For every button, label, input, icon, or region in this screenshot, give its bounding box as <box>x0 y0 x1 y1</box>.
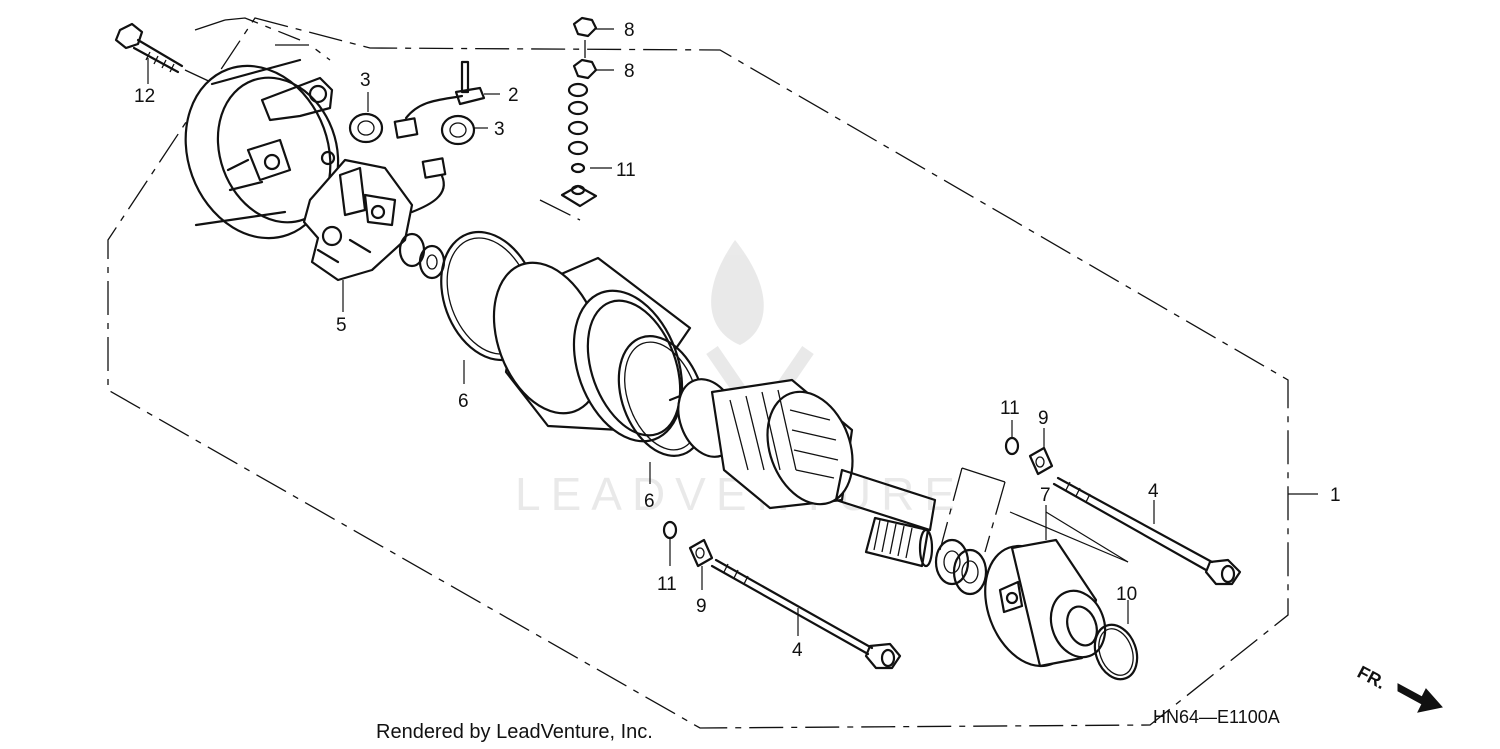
rear-cover <box>184 58 340 240</box>
assembly-boundary <box>107 17 1289 729</box>
diagram-code: HN64—E1100A <box>1153 707 1280 727</box>
credit-text: Rendered by LeadVenture, Inc. <box>376 721 653 743</box>
callout-6-rear: 6 <box>458 391 469 412</box>
callout-11-lower: 11 <box>657 574 677 595</box>
callout-11-right: 11 <box>1000 398 1020 419</box>
brush-spring-part-3-right <box>440 114 488 146</box>
callout-7: 7 <box>1040 485 1051 506</box>
washer-part-11-upper <box>1004 420 1020 456</box>
callout-8-top: 8 <box>624 20 635 41</box>
washers-front <box>934 467 1006 596</box>
front-direction-label: FR. <box>1354 662 1389 693</box>
callout-9-right: 9 <box>1038 408 1049 429</box>
callout-4-lower: 4 <box>792 640 803 661</box>
callout-12: 12 <box>134 86 155 107</box>
callout-4-right: 4 <box>1148 481 1159 502</box>
through-bolt-part-4-upper <box>1052 476 1242 586</box>
callout-2: 2 <box>508 85 519 106</box>
callout-5: 5 <box>336 315 347 336</box>
front-cover-part-7 <box>984 505 1107 668</box>
brush-wires <box>393 94 464 214</box>
callout-11-top: 11 <box>616 160 636 181</box>
yoke-housing <box>492 256 692 443</box>
insulator-part-9-upper <box>1028 428 1054 476</box>
callout-8-second: 8 <box>624 61 635 82</box>
callout-9-lower: 9 <box>696 596 707 617</box>
washers-center <box>398 232 446 280</box>
o-ring-part-10 <box>1093 600 1139 681</box>
brush-spring-part-3-left <box>348 92 384 144</box>
through-bolt-part-4-lower <box>710 558 902 670</box>
callout-6-front: 6 <box>644 491 655 512</box>
callout-10: 10 <box>1116 584 1137 605</box>
nut-stack <box>539 16 614 221</box>
callout-1: 1 <box>1330 485 1341 506</box>
armature <box>668 378 937 568</box>
washer-part-11-lower <box>662 520 678 566</box>
terminal-bolt-part-2 <box>454 60 500 106</box>
front-direction-indicator: FR. <box>1354 662 1443 713</box>
brush-holder-part-5 <box>302 158 414 312</box>
callout-3-right: 3 <box>494 119 505 140</box>
front-arrow-icon <box>1397 683 1443 713</box>
callout-3-left: 3 <box>360 70 371 91</box>
bolt-part-12 <box>114 22 184 84</box>
insulator-part-9-lower <box>688 538 714 590</box>
